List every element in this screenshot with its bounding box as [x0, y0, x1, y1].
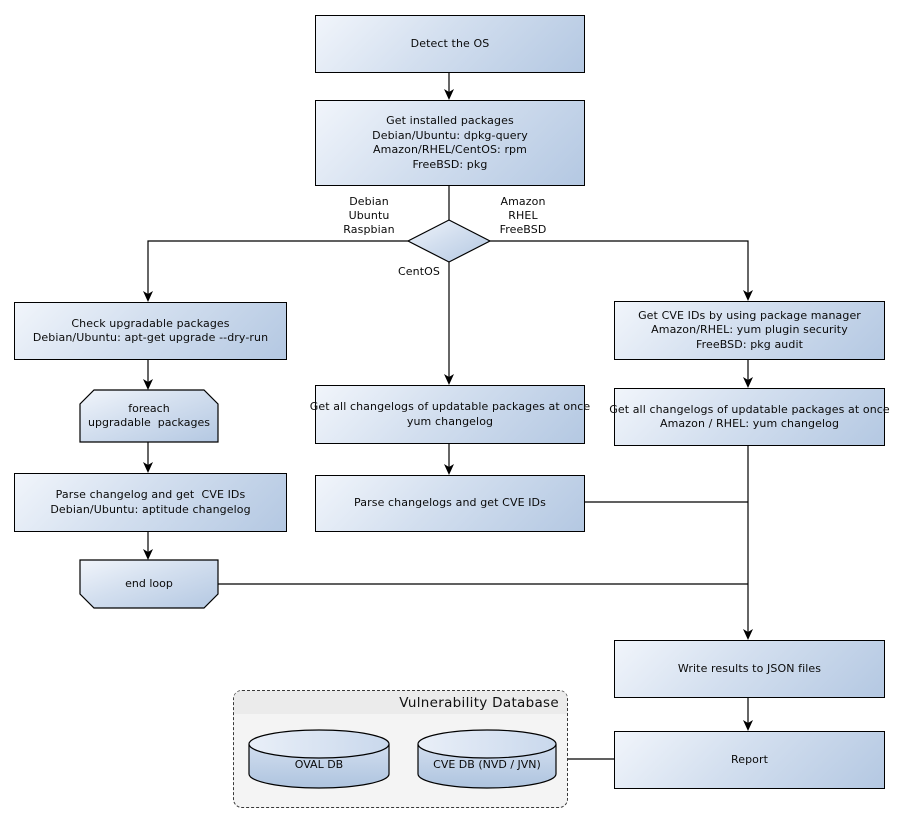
node-label: Report	[730, 752, 769, 766]
node-parse-changelog-debian: Parse changelog and get CVE IDs Debian/U…	[14, 473, 287, 532]
node-detect-os: Detect the OS	[315, 15, 585, 73]
node-label: Parse changelogs and get CVE IDs	[354, 496, 546, 510]
node-label: Write results to JSON files	[677, 661, 822, 675]
node-write-json: Write results to JSON files	[614, 640, 885, 698]
arrowhead	[143, 379, 153, 390]
node-label: Get all changelogs of updatable packages…	[609, 402, 890, 431]
node-label: Get all changelogs of updatable packages…	[309, 400, 591, 428]
arrowhead	[743, 377, 753, 388]
cve-db-cylinder	[417, 729, 557, 789]
node-get-installed-packages: Get installed packages Debian/Ubuntu: dp…	[315, 100, 585, 186]
node-parse-changelogs-centos: Parse changelogs and get CVE IDs	[315, 475, 585, 532]
node-foreach-loop: foreach upgradable packages	[80, 390, 218, 442]
arrowheads	[143, 89, 753, 731]
database-cylinders	[248, 729, 557, 789]
arrowhead	[444, 89, 454, 100]
arrowhead	[743, 720, 753, 731]
branch-label-debian: Debian Ubuntu Raspbian	[343, 195, 395, 236]
node-label: Get installed packages Debian/Ubuntu: dp…	[372, 114, 528, 171]
node-label: Parse changelog and get CVE IDs Debian/U…	[50, 488, 251, 516]
node-end-loop: end loop	[80, 560, 218, 608]
edge-lines	[147, 71, 749, 760]
cve-db-label: CVE DB (NVD / JVN)	[433, 757, 541, 771]
node-label: foreach upgradable packages	[88, 401, 210, 430]
node-label: end loop	[125, 576, 173, 590]
decision-diamond	[406, 219, 492, 263]
node-report: Report	[614, 731, 885, 789]
arrowhead	[444, 464, 454, 475]
arrowhead	[143, 549, 153, 560]
node-get-changelogs-rhel: Get all changelogs of updatable packages…	[609, 388, 890, 446]
oval-db-label: OVAL DB	[294, 757, 344, 771]
arrowhead	[743, 290, 753, 301]
branch-label-amazon: Amazon RHEL FreeBSD	[499, 195, 547, 236]
arrowhead	[143, 462, 153, 473]
arrowhead	[444, 374, 454, 385]
vulnerability-database-title: Vulnerability Database	[234, 691, 567, 714]
oval-db-cylinder	[248, 729, 390, 789]
node-get-changelogs-centos: Get all changelogs of updatable packages…	[310, 385, 590, 444]
loop-end-shape	[79, 559, 219, 609]
node-label: Check upgradable packages Debian/Ubuntu:…	[32, 316, 269, 345]
node-label: Get CVE IDs by using package manager Ama…	[638, 308, 861, 351]
node-label: Detect the OS	[410, 36, 490, 50]
node-get-cve-package-manager: Get CVE IDs by using package manager Ama…	[614, 301, 885, 360]
edge-decision-to-right	[490, 240, 749, 293]
branch-label-centos: CentOS	[398, 265, 440, 278]
loop-start-shape	[79, 389, 219, 443]
arrowhead	[743, 629, 753, 640]
node-check-upgradable-packages: Check upgradable packages Debian/Ubuntu:…	[14, 302, 287, 360]
vulnerability-database-panel: Vulnerability Database OVA	[233, 690, 568, 808]
arrowhead	[143, 291, 153, 302]
edge-decision-to-left	[147, 240, 408, 294]
